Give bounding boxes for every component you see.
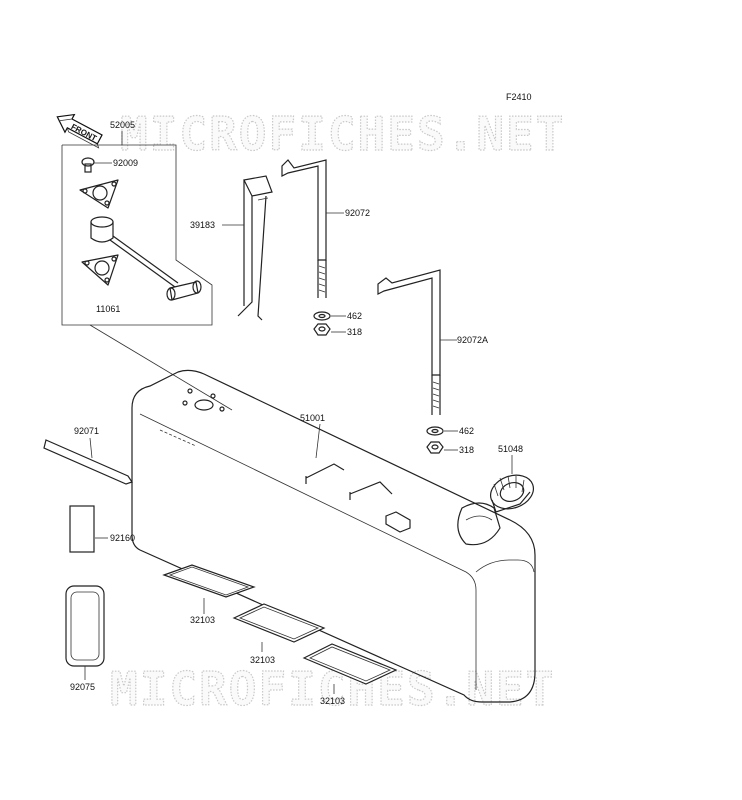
label-92071: 92071 — [74, 426, 99, 436]
pad-32103-a — [162, 564, 256, 614]
gauge-body — [90, 216, 179, 288]
fuel-tank-51001 — [131, 369, 536, 703]
strap-92072A — [377, 269, 457, 415]
label-51048: 51048 — [498, 444, 523, 454]
watermark-bottom: MICROFICHES.NET — [110, 662, 555, 716]
watermark-top: MICROFICHES.NET — [120, 107, 565, 161]
pad-92160 — [69, 505, 108, 553]
label-318-upper: 318 — [347, 327, 362, 337]
label-92072: 92072 — [345, 208, 370, 218]
label-92075: 92075 — [70, 682, 95, 692]
pad-32103-b — [232, 603, 326, 652]
screw-92009 — [81, 157, 112, 173]
label-462-upper: 462 — [347, 311, 362, 321]
figure-code: F2410 — [506, 92, 532, 102]
filler-cap-51048 — [490, 455, 534, 513]
label-32103-a: 32103 — [190, 615, 215, 625]
pad-32103-c — [302, 643, 398, 694]
washer-462-upper — [313, 311, 346, 321]
gauge-plate-upper — [79, 179, 119, 209]
label-52005: 52005 — [110, 120, 135, 130]
washer-462-lower — [426, 426, 458, 436]
label-32103-c: 32103 — [320, 696, 345, 706]
bracket-39183 — [222, 175, 273, 321]
gauge-plate-lower — [81, 254, 119, 286]
label-92009: 92009 — [113, 158, 138, 168]
front-arrow-icon: FRONT — [56, 113, 103, 149]
label-92160: 92160 — [110, 533, 135, 543]
label-51001: 51001 — [300, 413, 325, 423]
label-92072A: 92072A — [457, 335, 488, 345]
pad-92075 — [65, 585, 105, 680]
strip-92071 — [43, 437, 133, 485]
label-32103-b: 32103 — [250, 655, 275, 665]
float-11061 — [166, 280, 202, 301]
label-11061: 11061 — [96, 304, 120, 314]
gauge-assembly-frame — [61, 131, 233, 411]
label-318-lower: 318 — [459, 445, 474, 455]
label-39183: 39183 — [190, 220, 215, 230]
strap-92072 — [281, 159, 344, 298]
nut-318-upper — [313, 323, 346, 336]
nut-318-lower — [426, 441, 458, 454]
label-462-lower: 462 — [459, 426, 474, 436]
